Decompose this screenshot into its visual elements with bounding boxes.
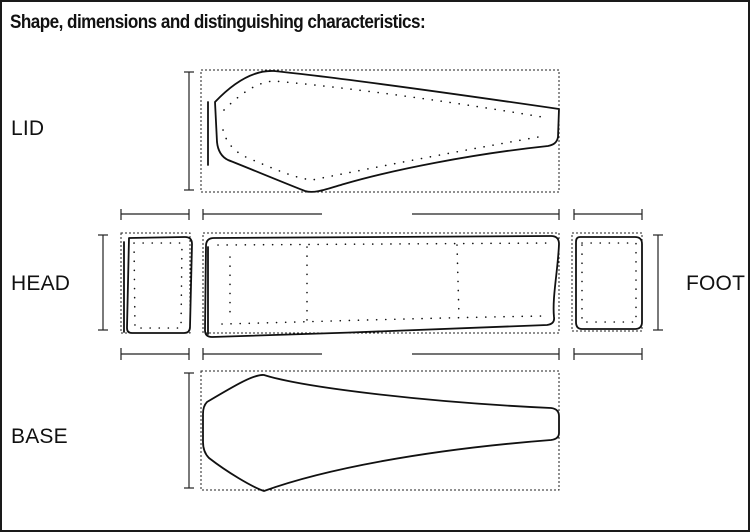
lid-view — [184, 69, 560, 193]
lower-width-dimensions — [120, 348, 643, 360]
lid-dot-pattern — [222, 80, 549, 181]
side-view — [202, 232, 560, 338]
lid-label: LID — [11, 117, 45, 140]
upper-width-dimensions — [120, 209, 643, 220]
side-panel-outline — [204, 235, 560, 338]
base-view — [184, 370, 560, 492]
base-height-dimension — [184, 372, 194, 489]
base-outline — [202, 374, 560, 492]
base-bounding-box — [200, 370, 560, 491]
foot-view — [571, 232, 663, 332]
side-dot-pattern — [217, 242, 551, 325]
head-bounding-box — [120, 232, 191, 334]
head-panel-outline — [126, 236, 193, 334]
foot-dot-pattern — [581, 242, 637, 323]
head-dot-pattern — [133, 242, 183, 329]
foot-panel-outline — [575, 236, 643, 330]
lid-height-dimension — [184, 71, 194, 191]
side-bounding-box — [202, 232, 560, 334]
foot-height-dimension — [653, 234, 663, 331]
lid-outline — [214, 70, 560, 193]
head-view — [98, 232, 193, 334]
foot-label: FOOT — [686, 272, 746, 295]
head-label: HEAD — [11, 272, 71, 295]
head-height-dimension — [98, 234, 108, 331]
base-label: BASE — [11, 425, 68, 448]
page-title: Shape, dimensions and distinguishing cha… — [10, 12, 426, 33]
